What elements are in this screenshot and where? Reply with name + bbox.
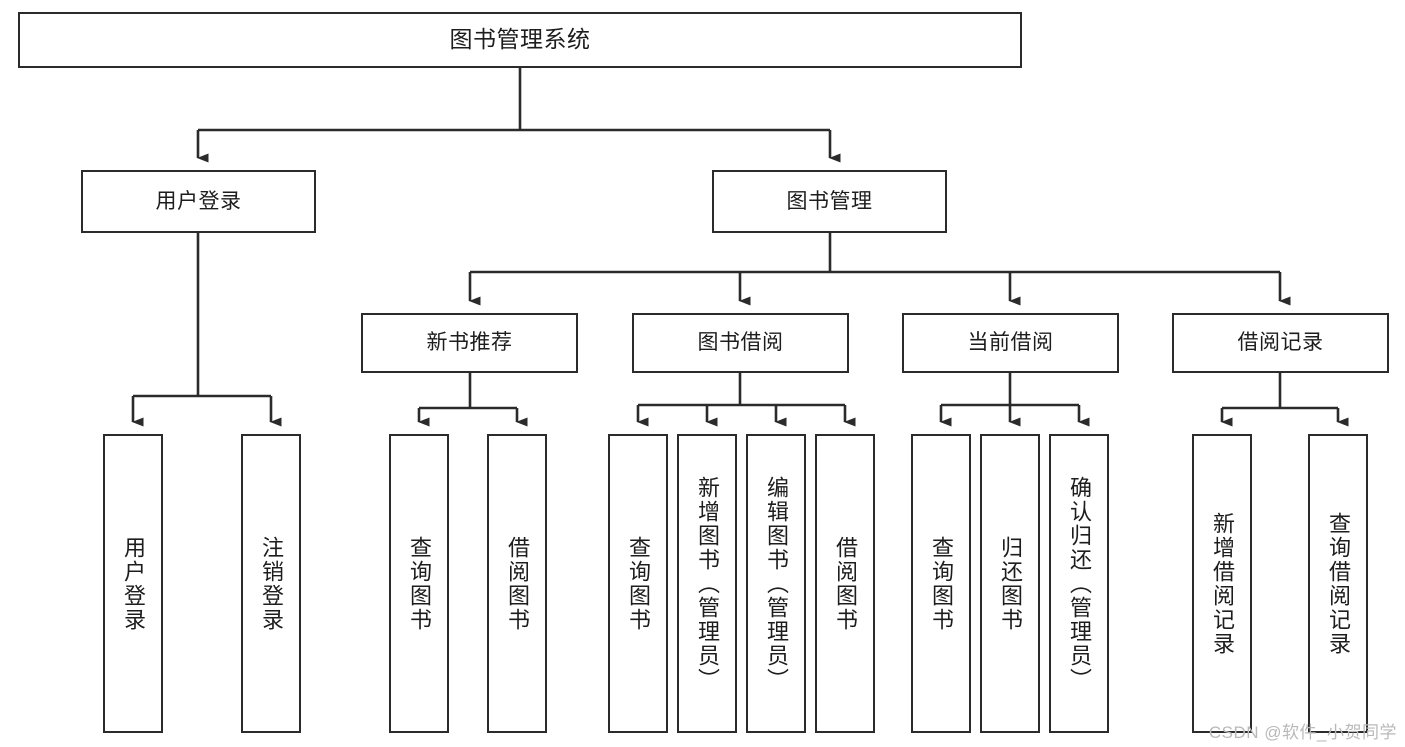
leaf-borrow-book[interactable]: 借阅图书 — [815, 434, 875, 733]
leaf-query-book-recommend[interactable]: 查询图书 — [389, 434, 449, 733]
node-user-login[interactable]: 用户登录 — [81, 170, 316, 233]
node-label: 编辑图书（管理员） — [763, 475, 789, 692]
leaf-add-book-admin[interactable]: 新增图书（管理员） — [677, 434, 737, 733]
node-label: 图书管理 — [786, 189, 873, 213]
node-label: 借阅图书 — [832, 535, 858, 632]
node-label: 查询图书 — [406, 535, 432, 632]
node-label: 当前借阅 — [967, 331, 1054, 355]
node-label: 确认归还（管理员） — [1066, 475, 1092, 692]
node-label: 新增借阅记录 — [1209, 511, 1235, 656]
leaf-add-borrow-record[interactable]: 新增借阅记录 — [1192, 434, 1252, 733]
node-root[interactable]: 图书管理系统 — [18, 12, 1022, 68]
node-book-borrow[interactable]: 图书借阅 — [632, 313, 849, 373]
leaf-borrow-book-recommend[interactable]: 借阅图书 — [487, 434, 547, 733]
leaf-edit-book-admin[interactable]: 编辑图书（管理员） — [746, 434, 806, 733]
node-book-management[interactable]: 图书管理 — [712, 170, 947, 233]
node-label: 借阅图书 — [504, 535, 530, 632]
leaf-logout[interactable]: 注销登录 — [241, 434, 301, 733]
node-label: 图书借阅 — [697, 331, 784, 355]
node-label: 用户登录 — [155, 189, 242, 213]
node-label: 归还图书 — [997, 535, 1023, 632]
node-label: 注销登录 — [258, 535, 284, 632]
node-label: 新书推荐 — [426, 331, 513, 355]
node-label: 用户登录 — [120, 535, 146, 632]
node-label: 查询图书 — [625, 535, 651, 632]
leaf-return-book[interactable]: 归还图书 — [980, 434, 1040, 733]
node-label: 新增图书（管理员） — [694, 475, 720, 692]
node-label: 查询图书 — [928, 535, 954, 632]
node-current-borrow[interactable]: 当前借阅 — [902, 313, 1119, 373]
leaf-query-book-current[interactable]: 查询图书 — [911, 434, 971, 733]
node-label: 借阅记录 — [1237, 331, 1324, 355]
leaf-query-book-borrow[interactable]: 查询图书 — [608, 434, 668, 733]
node-new-book-recommend[interactable]: 新书推荐 — [361, 313, 578, 373]
leaf-user-login[interactable]: 用户登录 — [103, 434, 163, 733]
node-label: 查询借阅记录 — [1325, 511, 1351, 656]
node-borrow-record[interactable]: 借阅记录 — [1172, 313, 1389, 373]
leaf-query-borrow-record[interactable]: 查询借阅记录 — [1308, 434, 1368, 733]
node-label: 图书管理系统 — [449, 26, 591, 53]
watermark: CSDN @软件_小贺同学 — [1208, 723, 1397, 742]
leaf-confirm-return-admin[interactable]: 确认归还（管理员） — [1049, 434, 1109, 733]
